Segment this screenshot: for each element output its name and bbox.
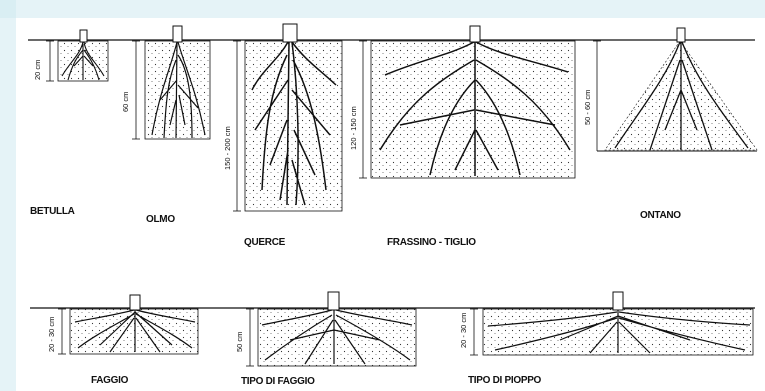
ontano-depth-label: 50 - 60 cm [583,90,592,125]
tipo-di-faggio-label: TIPO DI FAGGIO [241,376,315,387]
olmo-depth-label: 60 cm [121,92,130,112]
querce-diagram [233,24,342,211]
ontano-diagram [593,28,757,151]
tipo-di-pioppo-depth-label: 20 - 30 cm [459,313,468,348]
frassino-tiglio-label: FRASSINO - TIGLIO [387,237,476,248]
querce-depth-label: 150 - 200 cm [223,126,232,170]
tipo-di-faggio-diagram [246,292,416,366]
betulla-depth-label: 20 cm [33,60,42,80]
tipo-di-pioppo-label: TIPO DI PIOPPO [468,375,541,386]
querce-label: QUERCE [244,237,285,248]
tipo-di-faggio-depth-label: 50 cm [235,332,244,352]
betulla-diagram [46,30,108,81]
faggio-diagram [58,295,198,354]
frassino-tiglio-diagram [359,26,575,178]
faggio-depth-label: 20 - 30 cm [47,317,56,352]
betulla-label: BETULLA [30,206,75,217]
frassino-tiglio-depth-label: 120 - 150 cm [349,106,358,150]
faggio-label: FAGGIO [91,375,128,386]
tipo-di-pioppo-diagram [470,292,753,355]
ontano-label: ONTANO [640,210,681,221]
olmo-diagram [132,26,210,139]
olmo-label: OLMO [146,214,175,225]
